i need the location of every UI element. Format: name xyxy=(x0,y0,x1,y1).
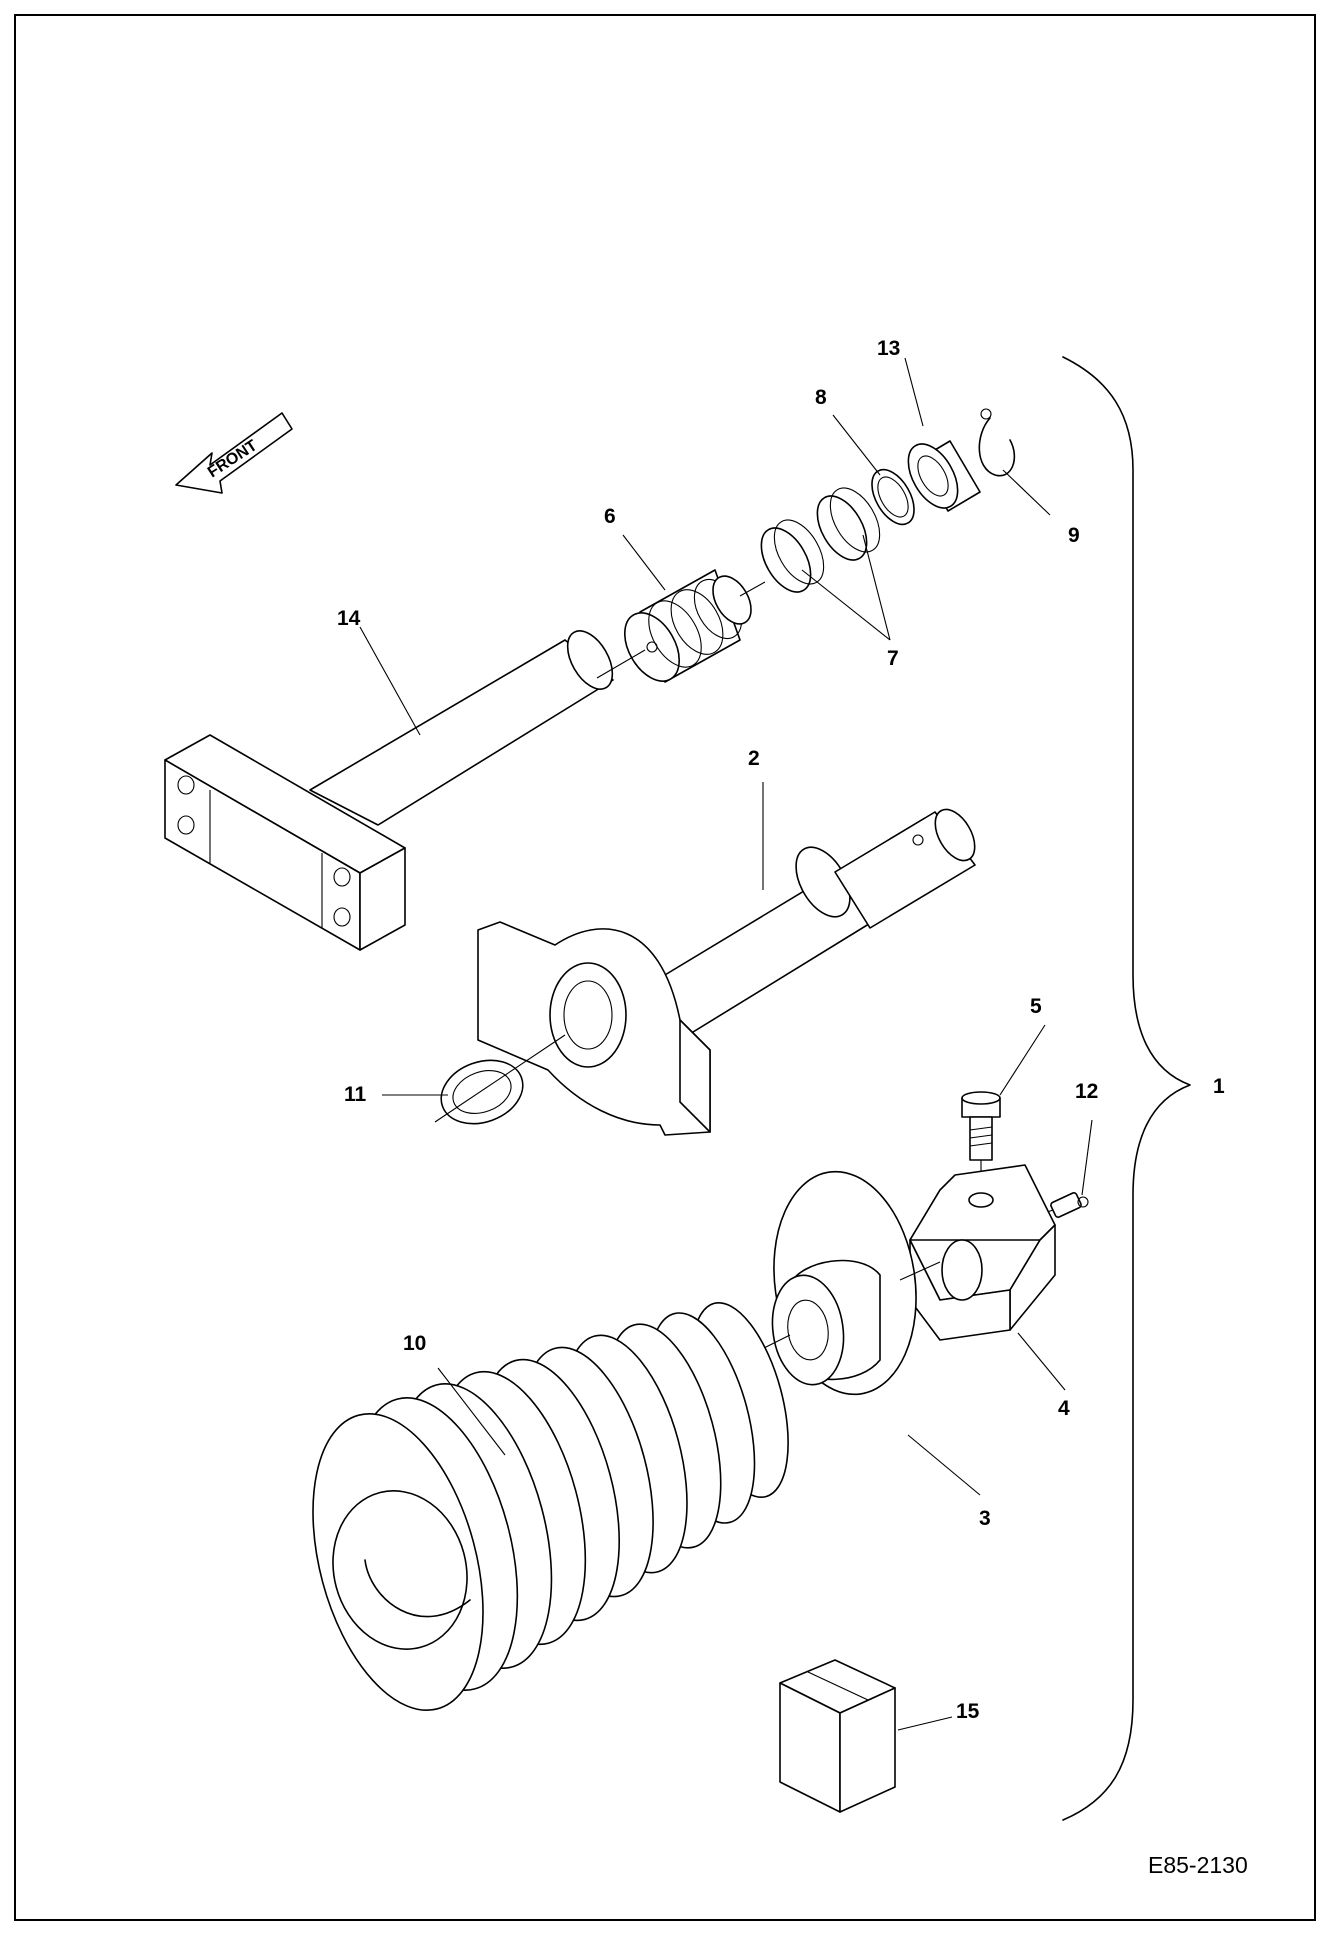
front-arrow: FRONT xyxy=(175,412,293,494)
leader-lines xyxy=(359,357,1093,1731)
callout-labels: 1 2 3 4 5 6 7 8 9 10 11 12 13 14 15 xyxy=(337,337,1225,1723)
snap-ring-part-9 xyxy=(978,408,1016,477)
callout-6: 6 xyxy=(604,505,616,528)
callout-14: 14 xyxy=(337,607,361,630)
callout-12: 12 xyxy=(1075,1080,1098,1103)
callout-15: 15 xyxy=(956,1700,980,1723)
yoke-rod-part-14 xyxy=(164,630,614,951)
callout-10: 10 xyxy=(403,1332,426,1355)
callout-11: 11 xyxy=(344,1083,367,1106)
callout-7: 7 xyxy=(887,647,899,670)
drawing-frame xyxy=(14,14,1316,1921)
callout-9: 9 xyxy=(1068,524,1080,547)
callout-3: 3 xyxy=(979,1507,991,1530)
callout-8: 8 xyxy=(815,386,827,409)
callout-13: 13 xyxy=(877,337,900,360)
bracket-shaft-part-2 xyxy=(477,808,976,1136)
callout-2: 2 xyxy=(748,747,760,770)
front-arrow-label: FRONT xyxy=(205,437,261,481)
spring-part-10 xyxy=(312,1301,789,1712)
ring-part-11 xyxy=(434,1034,566,1125)
callout-4: 4 xyxy=(1058,1397,1070,1420)
kit-box-part-15 xyxy=(779,1659,896,1813)
callout-5: 5 xyxy=(1030,995,1042,1018)
callout-1: 1 xyxy=(1213,1075,1225,1098)
assembly-brace xyxy=(1062,356,1191,1821)
piston-part-6 xyxy=(596,569,766,683)
bolt-part-5 xyxy=(961,1091,1001,1200)
bushing-part-13 xyxy=(907,440,981,512)
seal-part-8 xyxy=(871,468,915,526)
spring-seat-part-3 xyxy=(759,1170,941,1396)
rings-part-7 xyxy=(760,487,881,593)
hex-nut-part-4 xyxy=(909,1164,1056,1341)
drawing-code: E85-2130 xyxy=(1148,1852,1248,1878)
